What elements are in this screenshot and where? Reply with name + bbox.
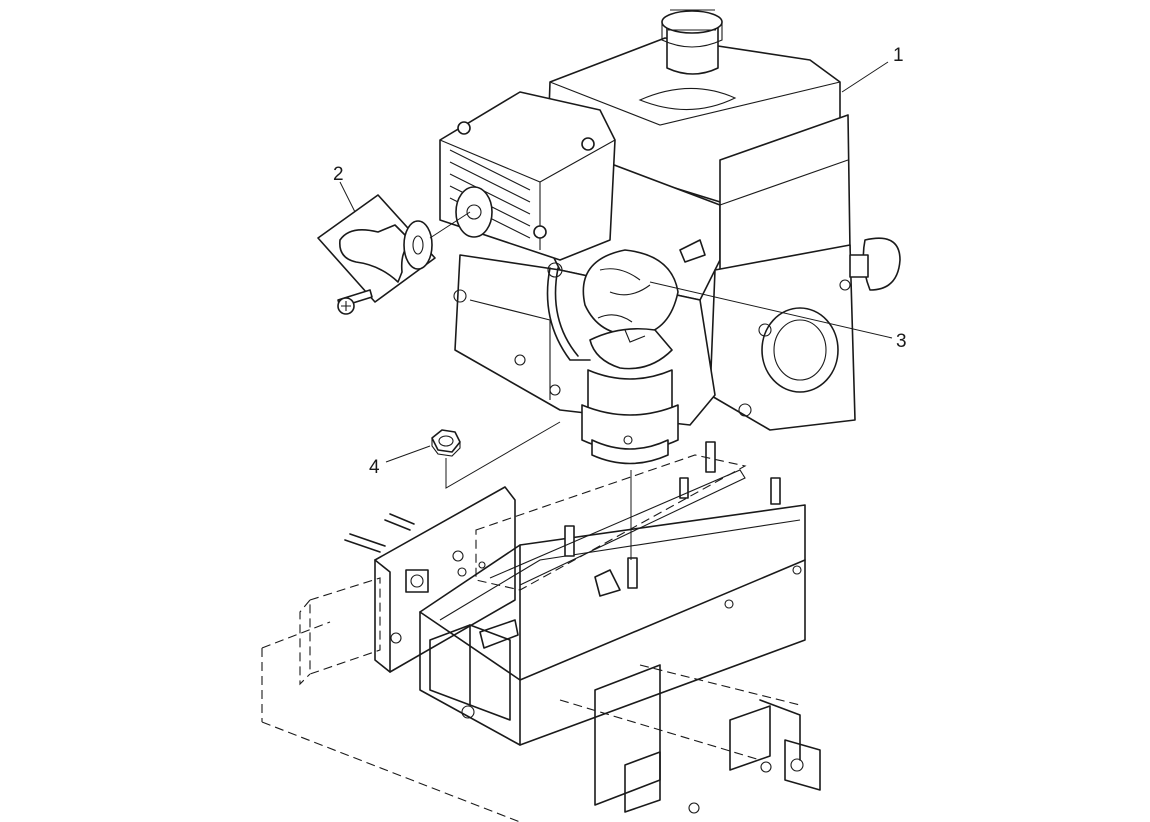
assembly-lines [429,211,632,560]
callout-3: 3 [896,331,907,352]
callout-2: 2 [333,164,344,185]
engine-base-plate [475,454,747,591]
callouts: 1 2 3 4 [333,45,907,478]
flange-nut [431,429,461,457]
callout-4: 4 [369,457,380,478]
callout-leaders [339,61,893,463]
exhaust-elbow-kit [317,194,436,315]
engine [439,9,901,465]
frame-assembly [261,486,821,822]
mounting-studs [564,441,781,589]
callout-1: 1 [893,45,904,66]
